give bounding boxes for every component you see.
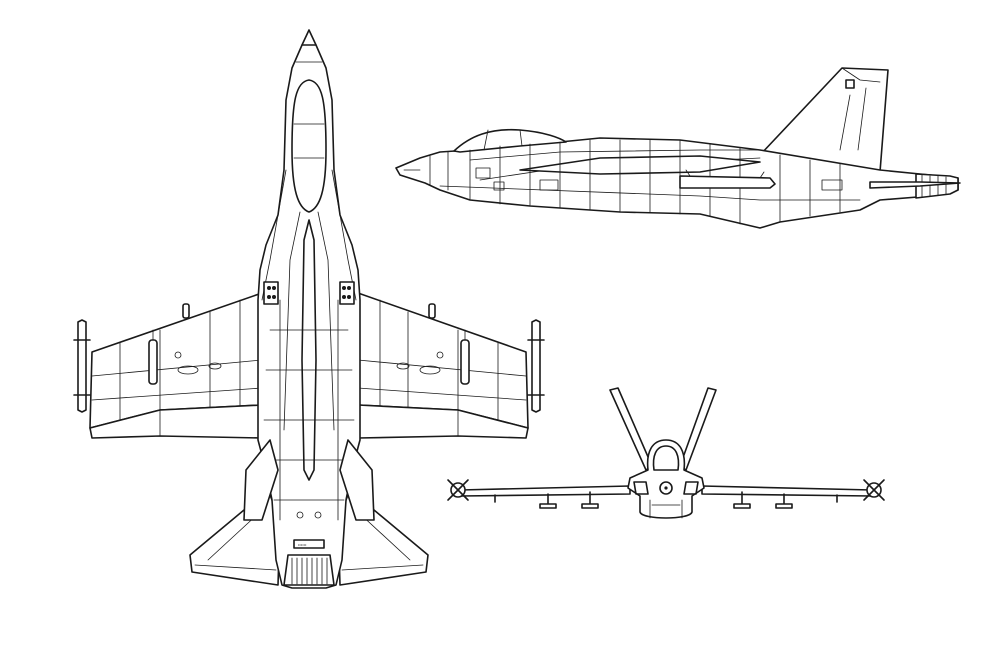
top-view-right-wingtip-missile [531,319,541,413]
top-view-canopy [291,79,327,213]
front-view-right-tail [679,387,717,471]
front-view-left-wing [459,485,631,497]
side-view [395,67,961,229]
front-view-left-tail [609,387,653,471]
side-view-exhaust-nozzle [915,173,959,199]
front-view [447,387,885,519]
top-view: •••••• [73,29,545,589]
top-view-engine-nozzles [283,554,335,586]
front-view-fuselage [627,439,705,519]
svg-text:••••••: •••••• [298,542,307,547]
front-view-right-wing [701,485,873,497]
top-view-left-wingtip-missile [77,319,87,413]
